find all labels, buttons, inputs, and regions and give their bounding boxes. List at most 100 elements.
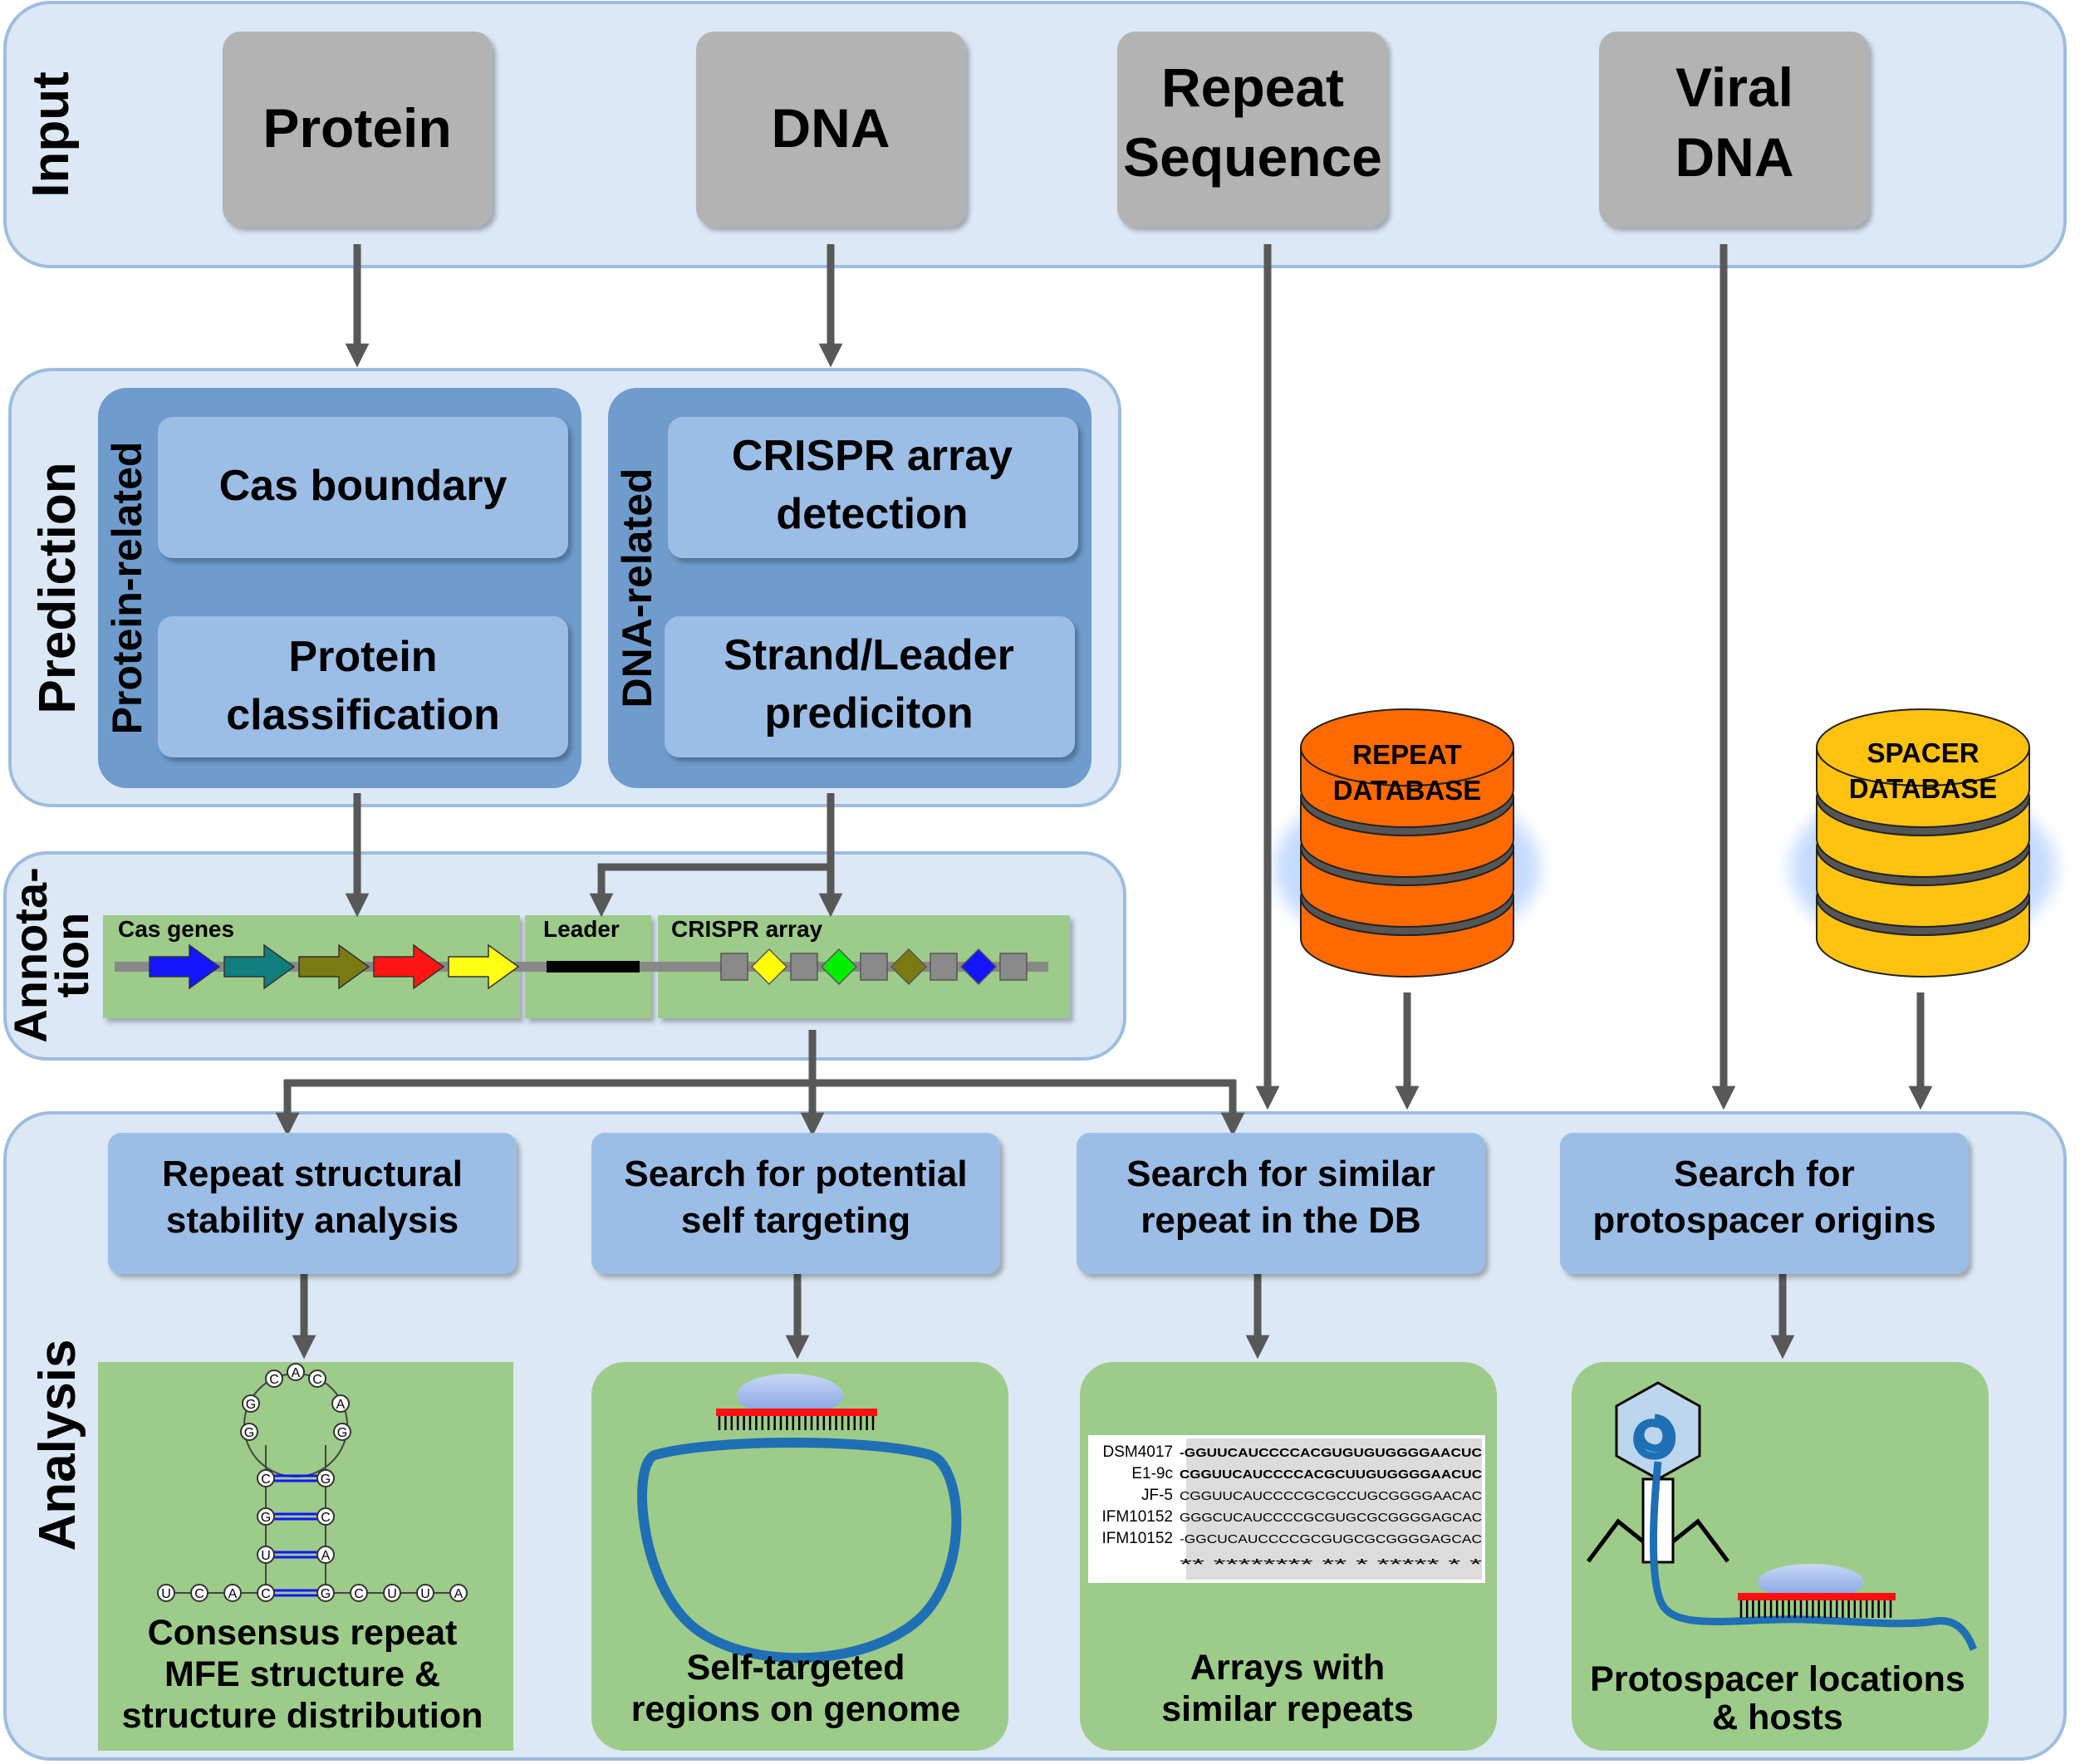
crispr-spacer-2: [820, 948, 858, 986]
self-targeted-label-line2: regions on genome: [631, 1689, 961, 1729]
self-target-crrna-bar: [716, 1409, 877, 1416]
annotation-section-label-line1: Annota-: [4, 867, 56, 1043]
rna-loop-nt-2-circle: [287, 1363, 305, 1381]
alignment-row-name-2: E1-9c: [1131, 1465, 1173, 1482]
rna-tail-right-nt-4: A: [454, 1587, 464, 1601]
similar-repeat-label-line1: Search for similar: [1126, 1154, 1435, 1194]
alignment-row-seq-3: CGGUUCAUCCCCGCGCCUGCGGGGAACAC: [1180, 1489, 1482, 1503]
rna-loop-nt-6: G: [244, 1426, 254, 1440]
rna-tail-right-nt-2: U: [387, 1587, 397, 1601]
alignment-row-name-3: JF-5: [1141, 1487, 1173, 1504]
rna-loop-nt-3: C: [312, 1373, 322, 1387]
rna-loop-nt-7-circle: [242, 1394, 260, 1413]
rna-loop-nt-6-circle: [240, 1423, 258, 1441]
cas-gene-arrow-3: [298, 943, 370, 990]
protospacer-search-label-line1: Search for: [1674, 1154, 1855, 1194]
repeat-sequence-input-box: [1117, 32, 1387, 227]
leader-label: Leader: [543, 916, 620, 942]
rna-tail-left-nt-3-circle: [223, 1584, 242, 1602]
crispr-repeat-3: [860, 953, 888, 981]
repeat-sequence-input-label-line1: Repeat: [1161, 56, 1344, 118]
rna-tail-left-nt-1: U: [161, 1587, 171, 1601]
alignment-row-name-4: IFM10152: [1101, 1508, 1173, 1526]
viral-dna-input-box: [1599, 32, 1869, 227]
rna-stem-right-nt-4: G: [321, 1587, 331, 1601]
cas-genes-label: Cas genes: [118, 916, 234, 942]
viral-dna-input-label-line2: DNA: [1675, 126, 1794, 188]
phage-tail-fiber-left: [1587, 1518, 1645, 1563]
leader-segment: [547, 961, 640, 973]
rna-loop-nt-1-circle: [265, 1370, 283, 1388]
arrays-label-line1: Arrays with: [1190, 1648, 1385, 1688]
rna-stem-right-nt-3-circle: [316, 1546, 335, 1564]
cas-gene-arrow-5: [448, 943, 520, 990]
rna-loop-nt-4: A: [336, 1398, 346, 1412]
dna-related-group-label: DNA-related: [614, 468, 660, 708]
strand-leader-prediction-label-line1: Strand/Leader: [724, 631, 1014, 679]
alignment-row-name-1: DSM4017: [1103, 1443, 1174, 1461]
rna-tail-left-nt-3: A: [228, 1587, 238, 1601]
phage-injected-dna: [1650, 1461, 1978, 1651]
spacer-database-icon: [1790, 708, 2056, 978]
repeat-sequence-input-label-line2: Sequence: [1123, 126, 1382, 188]
alignment-row-seq-1: -GGUUCAUCCCCACGUGUGUGGGGAACUC: [1180, 1446, 1482, 1460]
rna-stem-left-nt-3: U: [261, 1549, 271, 1563]
crispr-spacer-4: [959, 948, 998, 986]
protospacer-cas-bubble: [1758, 1564, 1864, 1600]
protein-related-group-label: Protein-related: [104, 442, 150, 735]
repeat-stability-box: [108, 1133, 517, 1274]
spacer-database-label-line1: SPACER: [1867, 737, 1979, 768]
protospacer-crrna-bar: [1738, 1593, 1896, 1600]
rna-stem-left-nt-1: C: [261, 1472, 271, 1487]
rna-stem-right-nt-4-circle: [316, 1584, 335, 1602]
protein-classification-label-line1: Protein: [288, 633, 437, 681]
rna-stem-right-nt-2: C: [321, 1511, 331, 1525]
rna-tail-right-nt-4-circle: [449, 1584, 468, 1602]
analysis-section-label: Analysis: [29, 1339, 86, 1551]
annotation-section-label-line2: tion: [46, 913, 98, 998]
self-targeted-result-box: [591, 1362, 1008, 1751]
crispr-spacer-3: [890, 948, 928, 986]
analysis-panel: [3, 1111, 2067, 1761]
crispr-array-detection-box: [668, 417, 1078, 558]
spacer-database-label-line2: DATABASE: [1849, 773, 1997, 804]
mfe-result-label-line3: structure distribution: [122, 1696, 483, 1736]
arrow-dna-prediction-to-leader: [589, 863, 831, 918]
self-targeting-box: [591, 1133, 1000, 1274]
rna-stem-left-nt-1-circle: [257, 1469, 275, 1487]
self-targeting-label-line1: Search for potential: [624, 1154, 967, 1194]
rna-tail-right-nt-3: U: [420, 1587, 430, 1601]
crispr-array-detection-label-line2: detection: [776, 490, 968, 538]
rna-stem-left-nt-2: G: [261, 1511, 271, 1525]
rna-tail-left-nt-2-circle: [190, 1584, 208, 1602]
cas-gene-arrow-4: [373, 943, 445, 990]
crispr-array-label: CRISPR array: [671, 916, 823, 942]
rna-tail-right-nt-1: C: [354, 1587, 364, 1601]
crispr-array-detection-label-line1: CRISPR array: [732, 432, 1013, 480]
rna-tail-right-nt-3-circle: [416, 1584, 434, 1602]
rna-stem-right-nt-2-circle: [316, 1507, 335, 1526]
rna-stem-left-nt-2-circle: [257, 1507, 275, 1526]
rna-loop-nt-1: C: [269, 1373, 279, 1387]
repeat-database-icon: [1274, 708, 1540, 978]
phage-icon: [1587, 1381, 1978, 1651]
protein-input-box: [223, 32, 493, 227]
repeat-stability-label-line2: stability analysis: [166, 1200, 459, 1241]
arrays-label-line2: similar repeats: [1161, 1689, 1414, 1729]
alignment-row-name-5: IFM10152: [1101, 1530, 1173, 1547]
protein-classification-box: [158, 616, 568, 757]
dna-input-label: DNA: [772, 97, 890, 159]
rna-loop-nt-5-circle: [333, 1423, 351, 1441]
rna-loop-nt-2: A: [292, 1366, 301, 1380]
input-section-label: Input: [22, 71, 80, 198]
mfe-result-label-line2: MFE structure &: [164, 1654, 440, 1694]
rna-tail-right-nt-2-circle: [383, 1584, 401, 1602]
rna-stem-left-nt-3-circle: [257, 1546, 275, 1564]
spacer-db-disk-top-4: [1816, 708, 2030, 786]
crispr-repeat-1: [720, 953, 748, 981]
self-targeting-label-line2: self targeting: [681, 1200, 910, 1241]
rna-loop-nt-7: G: [246, 1398, 256, 1412]
self-targeting-illustration: [637, 1374, 962, 1664]
rna-tail-left-nt-2: C: [194, 1587, 204, 1601]
